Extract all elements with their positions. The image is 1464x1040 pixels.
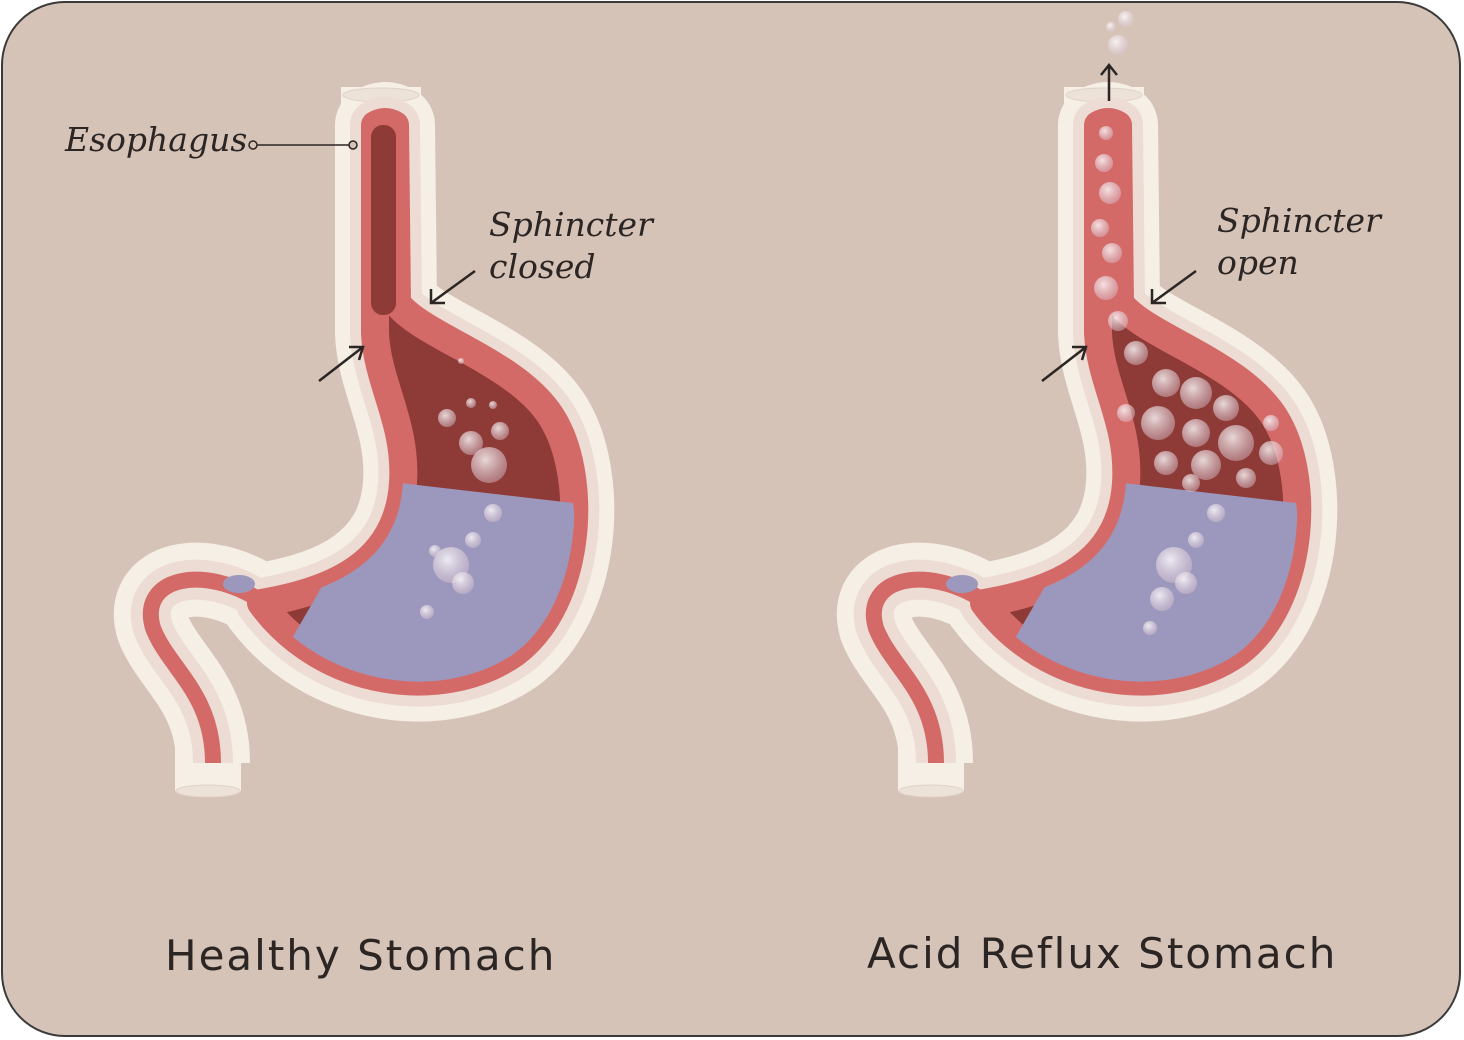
sphincter-open-label-line1: Sphincter	[1217, 201, 1381, 240]
acid-bubbles	[1143, 504, 1225, 635]
gas-bubbles	[438, 358, 509, 483]
escaping-bubbles	[1106, 11, 1134, 55]
esophagus-leader-line	[248, 140, 358, 150]
healthy-stomach	[151, 87, 603, 797]
sphincter-closed-label-line1: Sphincter	[489, 205, 653, 244]
reflux-bubbles	[1091, 126, 1283, 492]
acid-bubbles	[420, 504, 502, 619]
sphincter-closed-label-line2: closed	[489, 247, 596, 286]
stomach-illustration	[3, 11, 1461, 1037]
reflux-stomach	[874, 11, 1326, 797]
reflux-stomach-title: Acid Reflux Stomach	[867, 929, 1338, 978]
sphincter-arrows	[1041, 62, 1197, 382]
healthy-stomach-title: Healthy Stomach	[165, 931, 557, 980]
sphincter-arrows	[318, 269, 476, 382]
sphincter-open-label-line2: open	[1217, 243, 1299, 282]
esophagus-label: Esophagus	[65, 120, 248, 159]
